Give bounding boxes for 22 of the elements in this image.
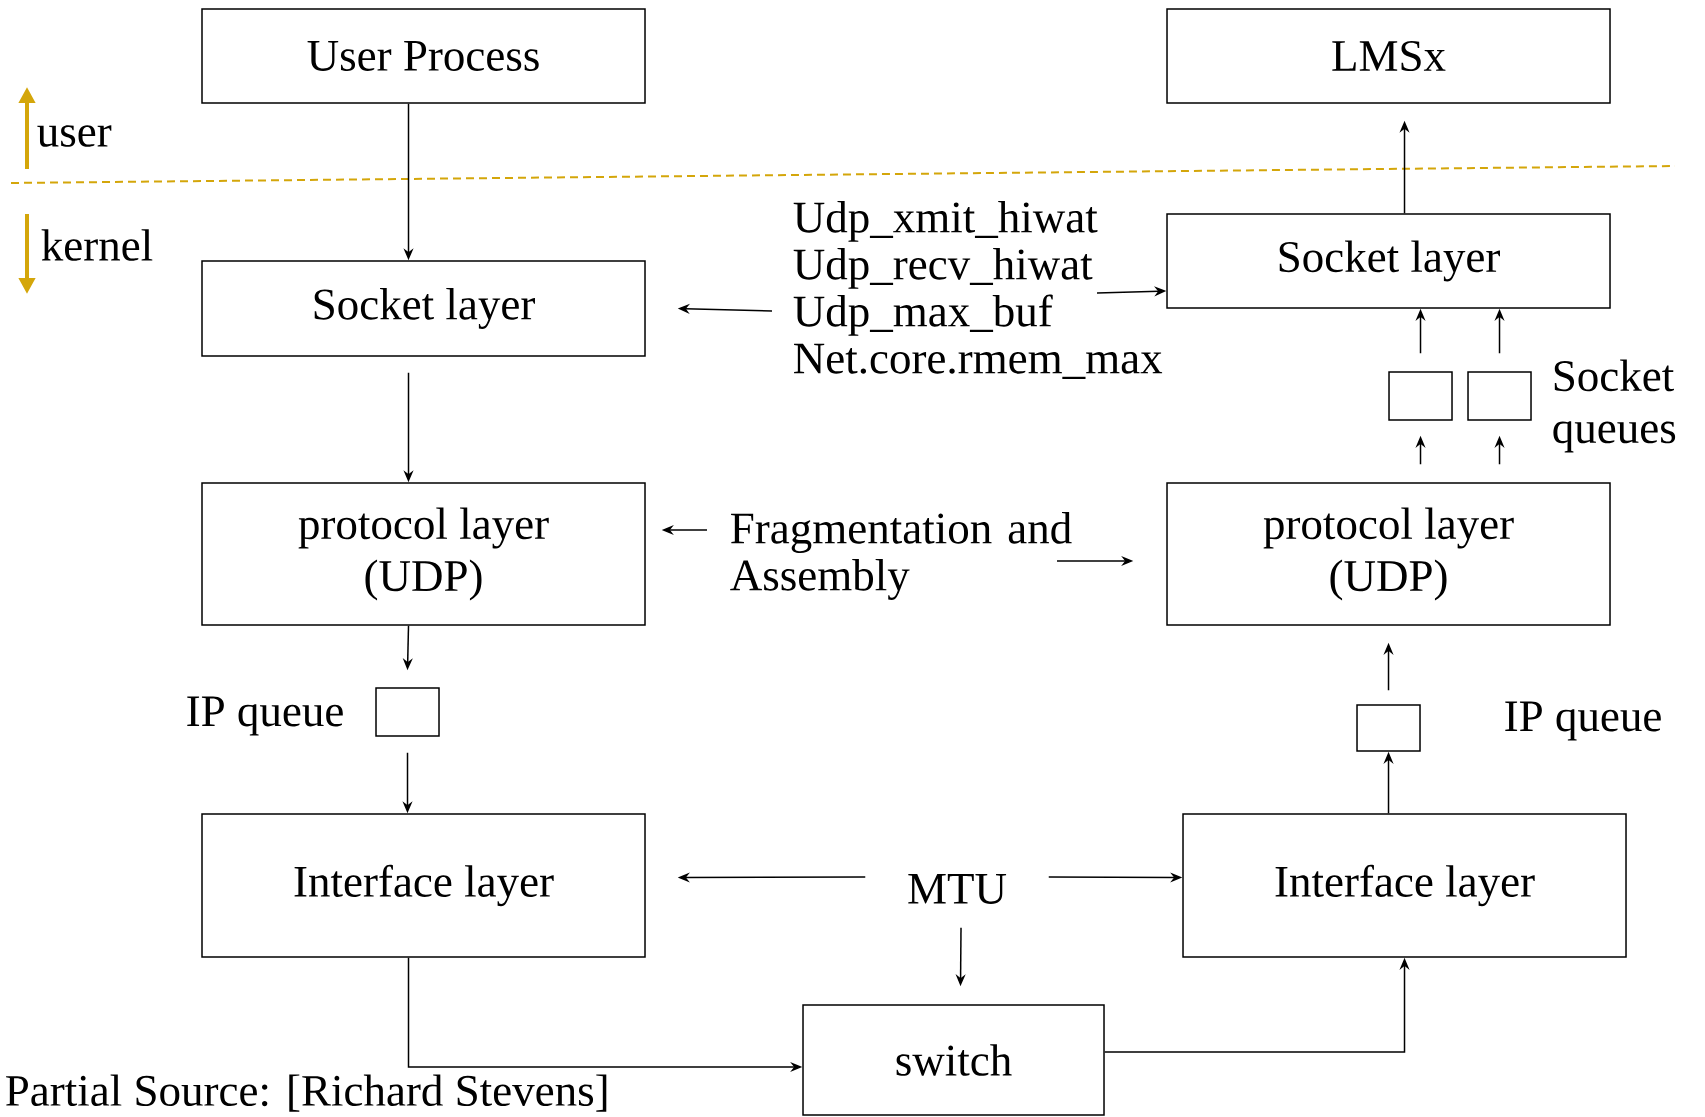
process-box: Interface layer (201, 813, 646, 958)
process-box: Interface layer (1182, 813, 1627, 958)
text-label: Fragmentation and Assembly (730, 512, 1072, 600)
queue-label: IP queue (187, 696, 343, 736)
process-box: Socket layer (201, 260, 646, 357)
text-label: Socket queues (1553, 359, 1676, 453)
queue-box (375, 687, 440, 737)
queue-box (1388, 371, 1453, 421)
process-box: protocol layer (UDP) (1166, 482, 1611, 626)
queue-label: IP queue (1505, 701, 1661, 741)
source-note: Partial Source: [Richard Stevens] (6, 1074, 607, 1112)
text-label: MTU (908, 874, 1007, 904)
text-label: kernel (41, 229, 153, 261)
process-box: switch (802, 1004, 1105, 1116)
queue-box (1356, 704, 1421, 752)
queue-box (1467, 371, 1532, 421)
process-box: LMSx (1166, 8, 1611, 104)
process-box: User Process (201, 8, 646, 104)
process-box: protocol layer (UDP) (201, 482, 646, 626)
process-box: Socket layer (1166, 213, 1611, 309)
text-label: user (37, 125, 112, 147)
text-label: Udp_xmit_hiwat Udp_recv_hiwat Udp_max_buf Net.core.rmem_max (793, 201, 1163, 379)
